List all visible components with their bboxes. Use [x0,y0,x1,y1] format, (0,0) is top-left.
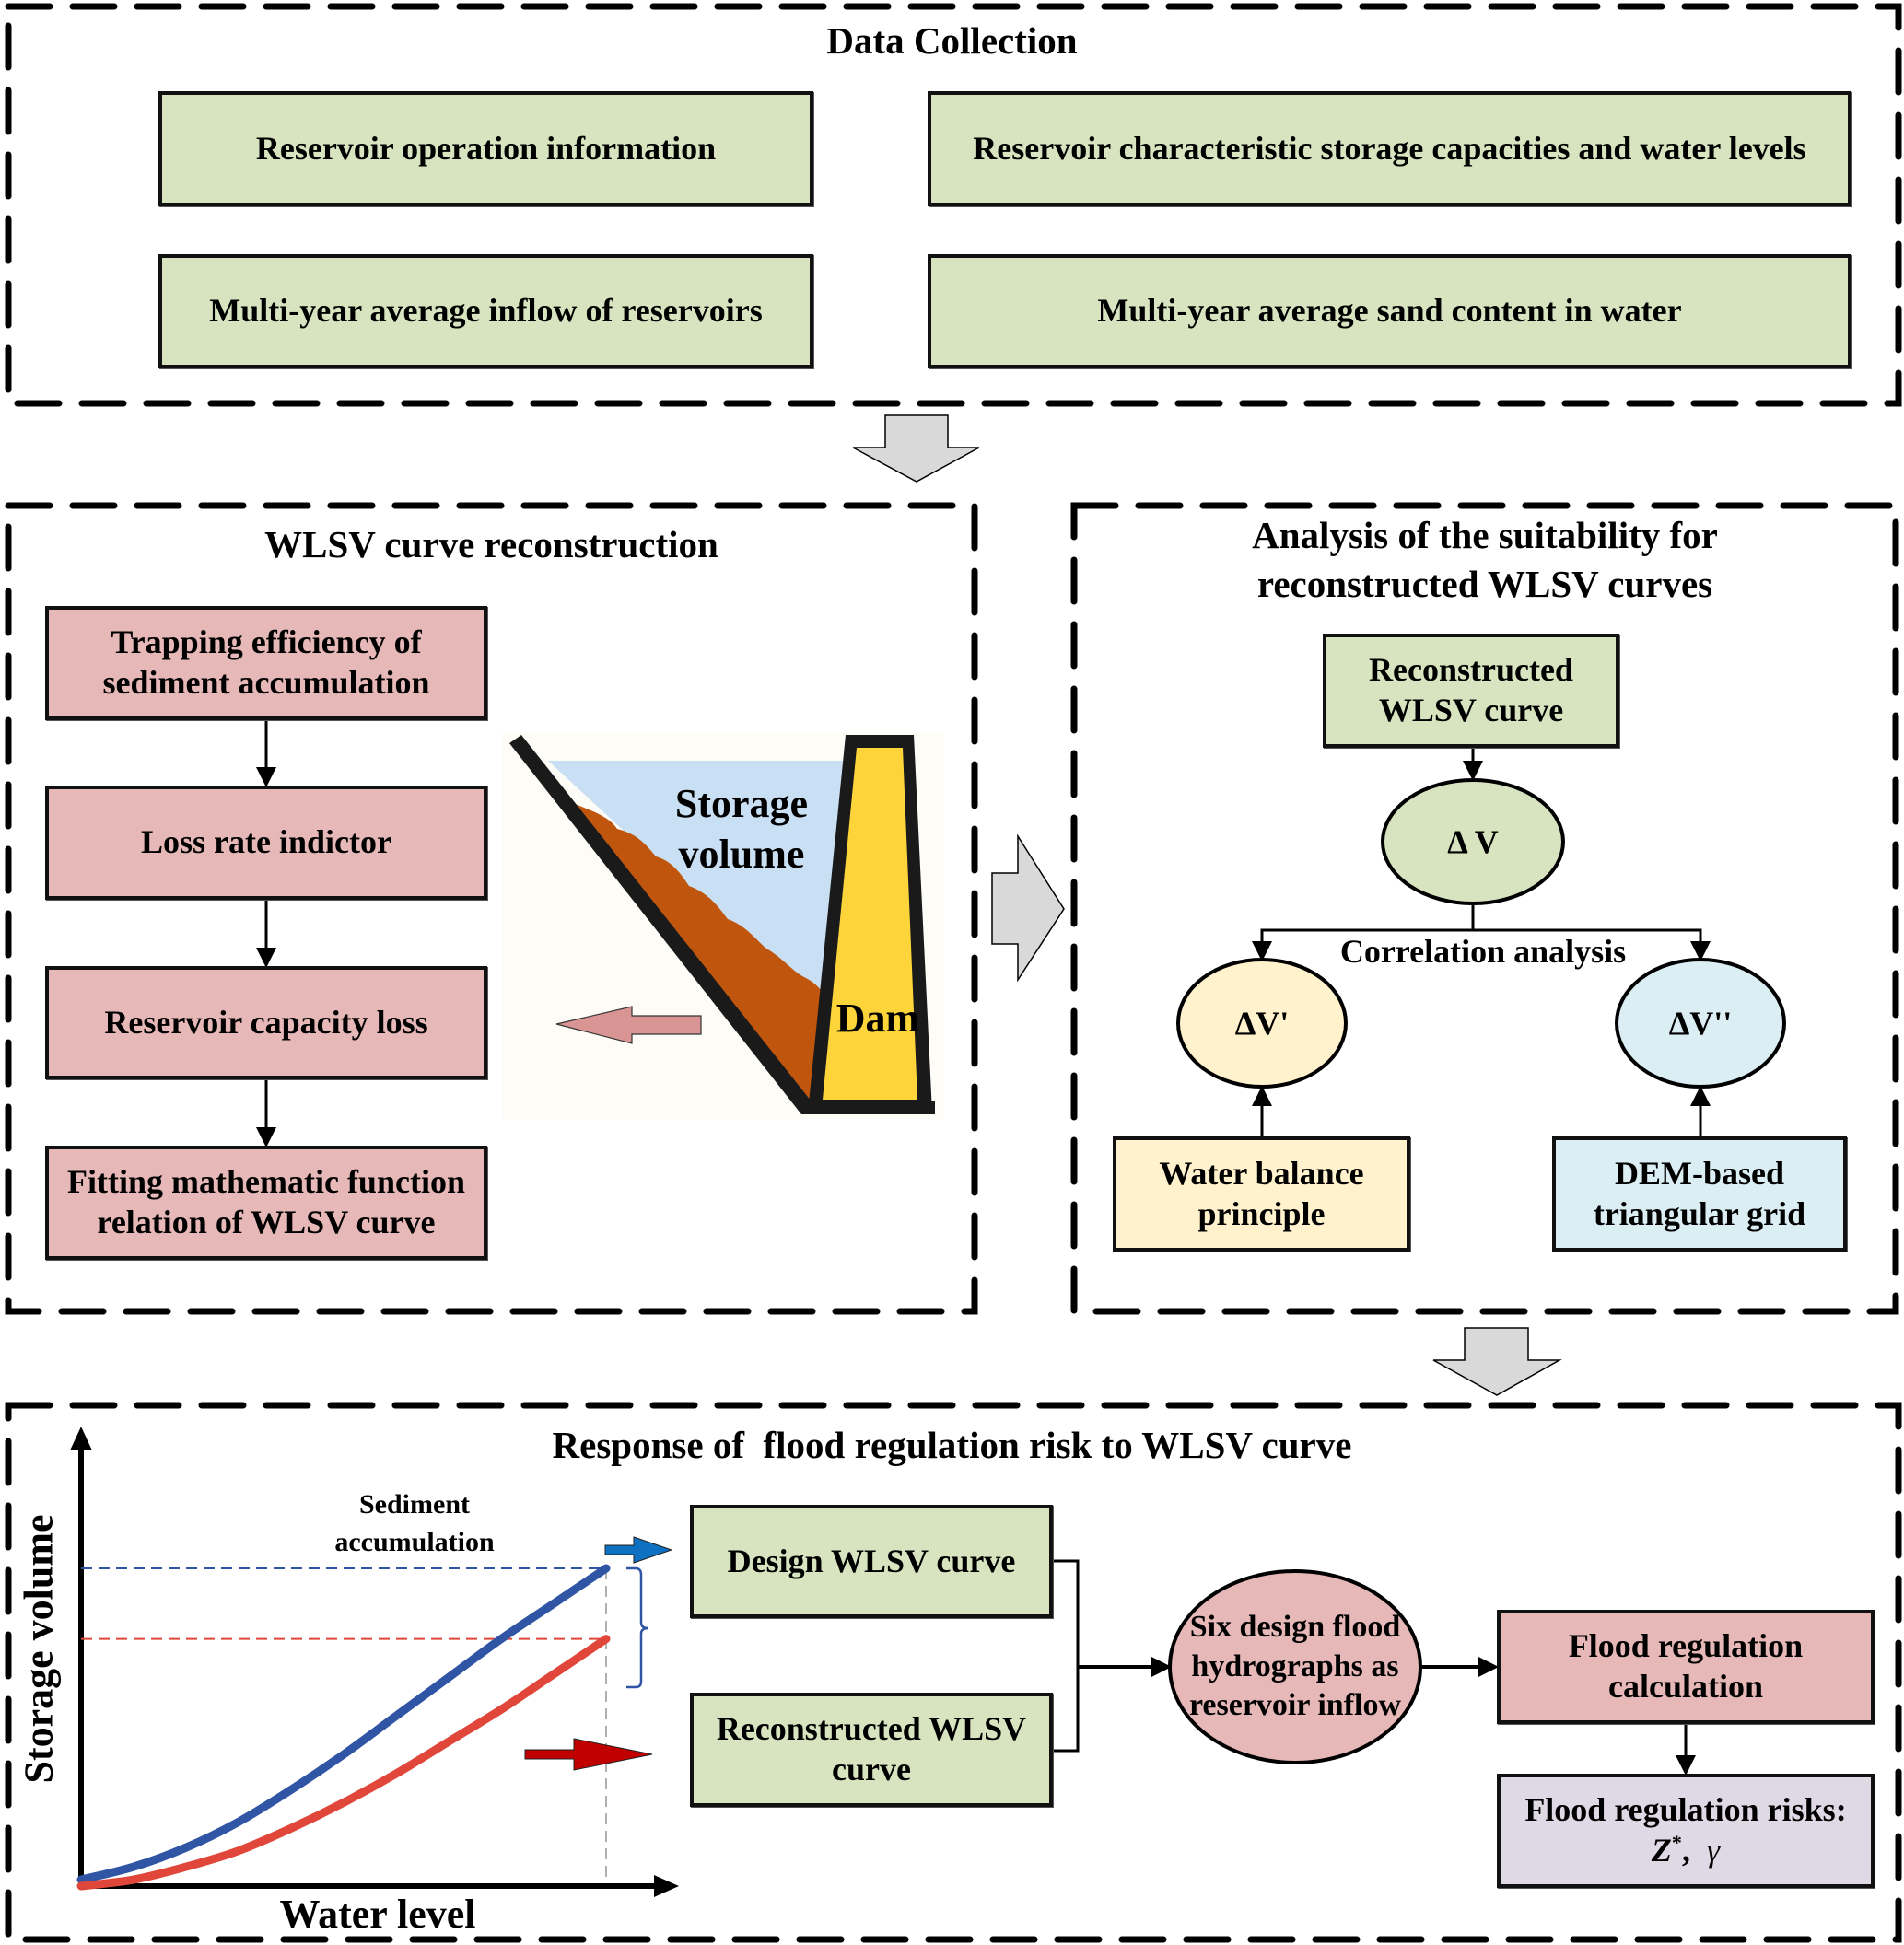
down-arrow-icon [852,414,980,483]
risk-z-star: * [1671,1831,1682,1854]
sediment-annotation: Sediment accumulation [304,1485,525,1562]
flood-calc-box: Flood regulation calculation [1497,1610,1875,1724]
water-balance-box: Water balance principle [1113,1136,1410,1252]
delta-v-prime-node [1176,958,1348,1089]
response-title: Response of flood regulation risk to WLS… [552,1424,1352,1466]
dam-core [823,748,917,1100]
risk-gamma-symbol: γ [1706,1832,1721,1869]
y-axis-arrowhead [70,1427,92,1450]
flood-hydrographs-line1: Six design flood [1189,1610,1401,1645]
flood-risks-box: Flood regulation risks: Z*, γ [1497,1774,1875,1888]
series-line-reconstructed [76,1635,611,1891]
dam-label: Dam [835,996,920,1041]
chart-ylabel: Storage volume [16,1514,62,1784]
step-trapping-efficiency: Trapping efficiency of sediment accumula… [45,606,487,720]
storage-volume-label: Storage volume [645,778,838,879]
chart-xlabel: Water level [279,1892,476,1937]
data-collection-frame [5,3,1902,407]
dem-grid-box: DEM-based triangular grid [1552,1136,1847,1252]
data-collection-title: Data Collection [826,19,1078,62]
wlsv-chart [70,1427,679,1897]
response-frame [5,1402,1902,1943]
flood-risks-symbols: Z*, γ [1652,1831,1720,1871]
flood-hydrographs-line3: reservoir inflow [1188,1688,1402,1723]
step-fitting-function: Fitting mathematic function relation of … [45,1146,487,1260]
data-item-storage-capacities: Reservoir characteristic storage capacit… [928,91,1851,206]
data-item-average-inflow: Multi-year average inflow of reservoirs [158,254,813,368]
delta-v-double-prime-label: ΔV'' [1668,1004,1733,1042]
suitability-title: Analysis of the suitability for reconstr… [1074,511,1896,610]
suitability-frame [1070,502,1899,1315]
flood-hydrographs-line2: hydrographs as [1191,1648,1399,1683]
sediment-annotation-line1: Sediment [359,1489,470,1520]
right-arrow-icon [991,833,1065,983]
storage-volume-label-line1: Storage [674,781,809,826]
reconstruction-frame [5,502,978,1315]
correlation-branch [1473,928,1711,961]
design-curve-box: Design WLSV curve [690,1505,1053,1618]
data-item-sand-content: Multi-year average sand content in water [928,254,1851,368]
x-axis-arrowhead [654,1875,679,1897]
down-arrow-icon [1432,1327,1562,1396]
flood-calc-line2: calculation [1608,1668,1763,1705]
flood-calc-line1: Flood regulation [1568,1627,1804,1665]
sediment-annotation-line2: accumulation [334,1527,495,1558]
reservoir-bank [509,735,814,1114]
dem-grid-line1: DEM-based [1614,1154,1784,1192]
reconstruction-title: WLSV curve reconstruction [264,523,718,565]
reconstructed-curve-box-line1: Reconstructed [1369,651,1573,689]
step-capacity-loss: Reservoir capacity loss [45,966,487,1079]
dem-grid-line2: triangular grid [1593,1194,1806,1232]
delta-v-double-prime-node [1615,958,1786,1089]
left-arrow-icon [555,1006,702,1044]
correlation-branch [1252,904,1475,961]
delta-v-label: Δ V [1447,822,1499,860]
flood-risks-line1: Flood regulation risks: [1524,1791,1847,1829]
dam-illustration [502,732,944,1119]
water-balance-line1: Water balance [1159,1154,1364,1192]
blue-arrow-icon [604,1536,673,1564]
risk-z-symbol: Z [1651,1832,1672,1869]
correlation-analysis-label: Correlation analysis [1339,933,1627,970]
data-item-operation-info: Reservoir operation information [158,91,813,206]
water-balance-line2: principle [1197,1194,1326,1232]
flood-hydrographs-label: Six design flood hydrographs as reservoi… [1179,1602,1411,1731]
reconstructed-wlsv-box: Reconstructed WLSV curve [690,1693,1053,1807]
reconstructed-curve-box-line2: WLSV curve [1378,692,1564,728]
storage-volume-label-line2: volume [678,832,805,877]
delta-v-prime-label: ΔV' [1234,1004,1290,1042]
suitability-title-line1: Analysis of the suitability for [1252,514,1718,556]
merge-connector [1053,1559,1080,1753]
delta-v-node [1381,778,1565,905]
water-body [548,761,843,1006]
reconstructed-wlsv-line2: curve [832,1751,911,1788]
reconstructed-wlsv-line1: Reconstructed WLSV [716,1710,1027,1748]
reconstructed-curve-box: Reconstructed WLSV curve [1323,634,1619,748]
red-arrow-icon [524,1738,653,1771]
suitability-title-line2: reconstructed WLSV curves [1256,563,1713,606]
series-line-design [76,1564,611,1884]
risk-separator: , [1681,1832,1690,1869]
step-loss-rate: Loss rate indictor [45,786,487,900]
sediment-brace [626,1566,649,1689]
